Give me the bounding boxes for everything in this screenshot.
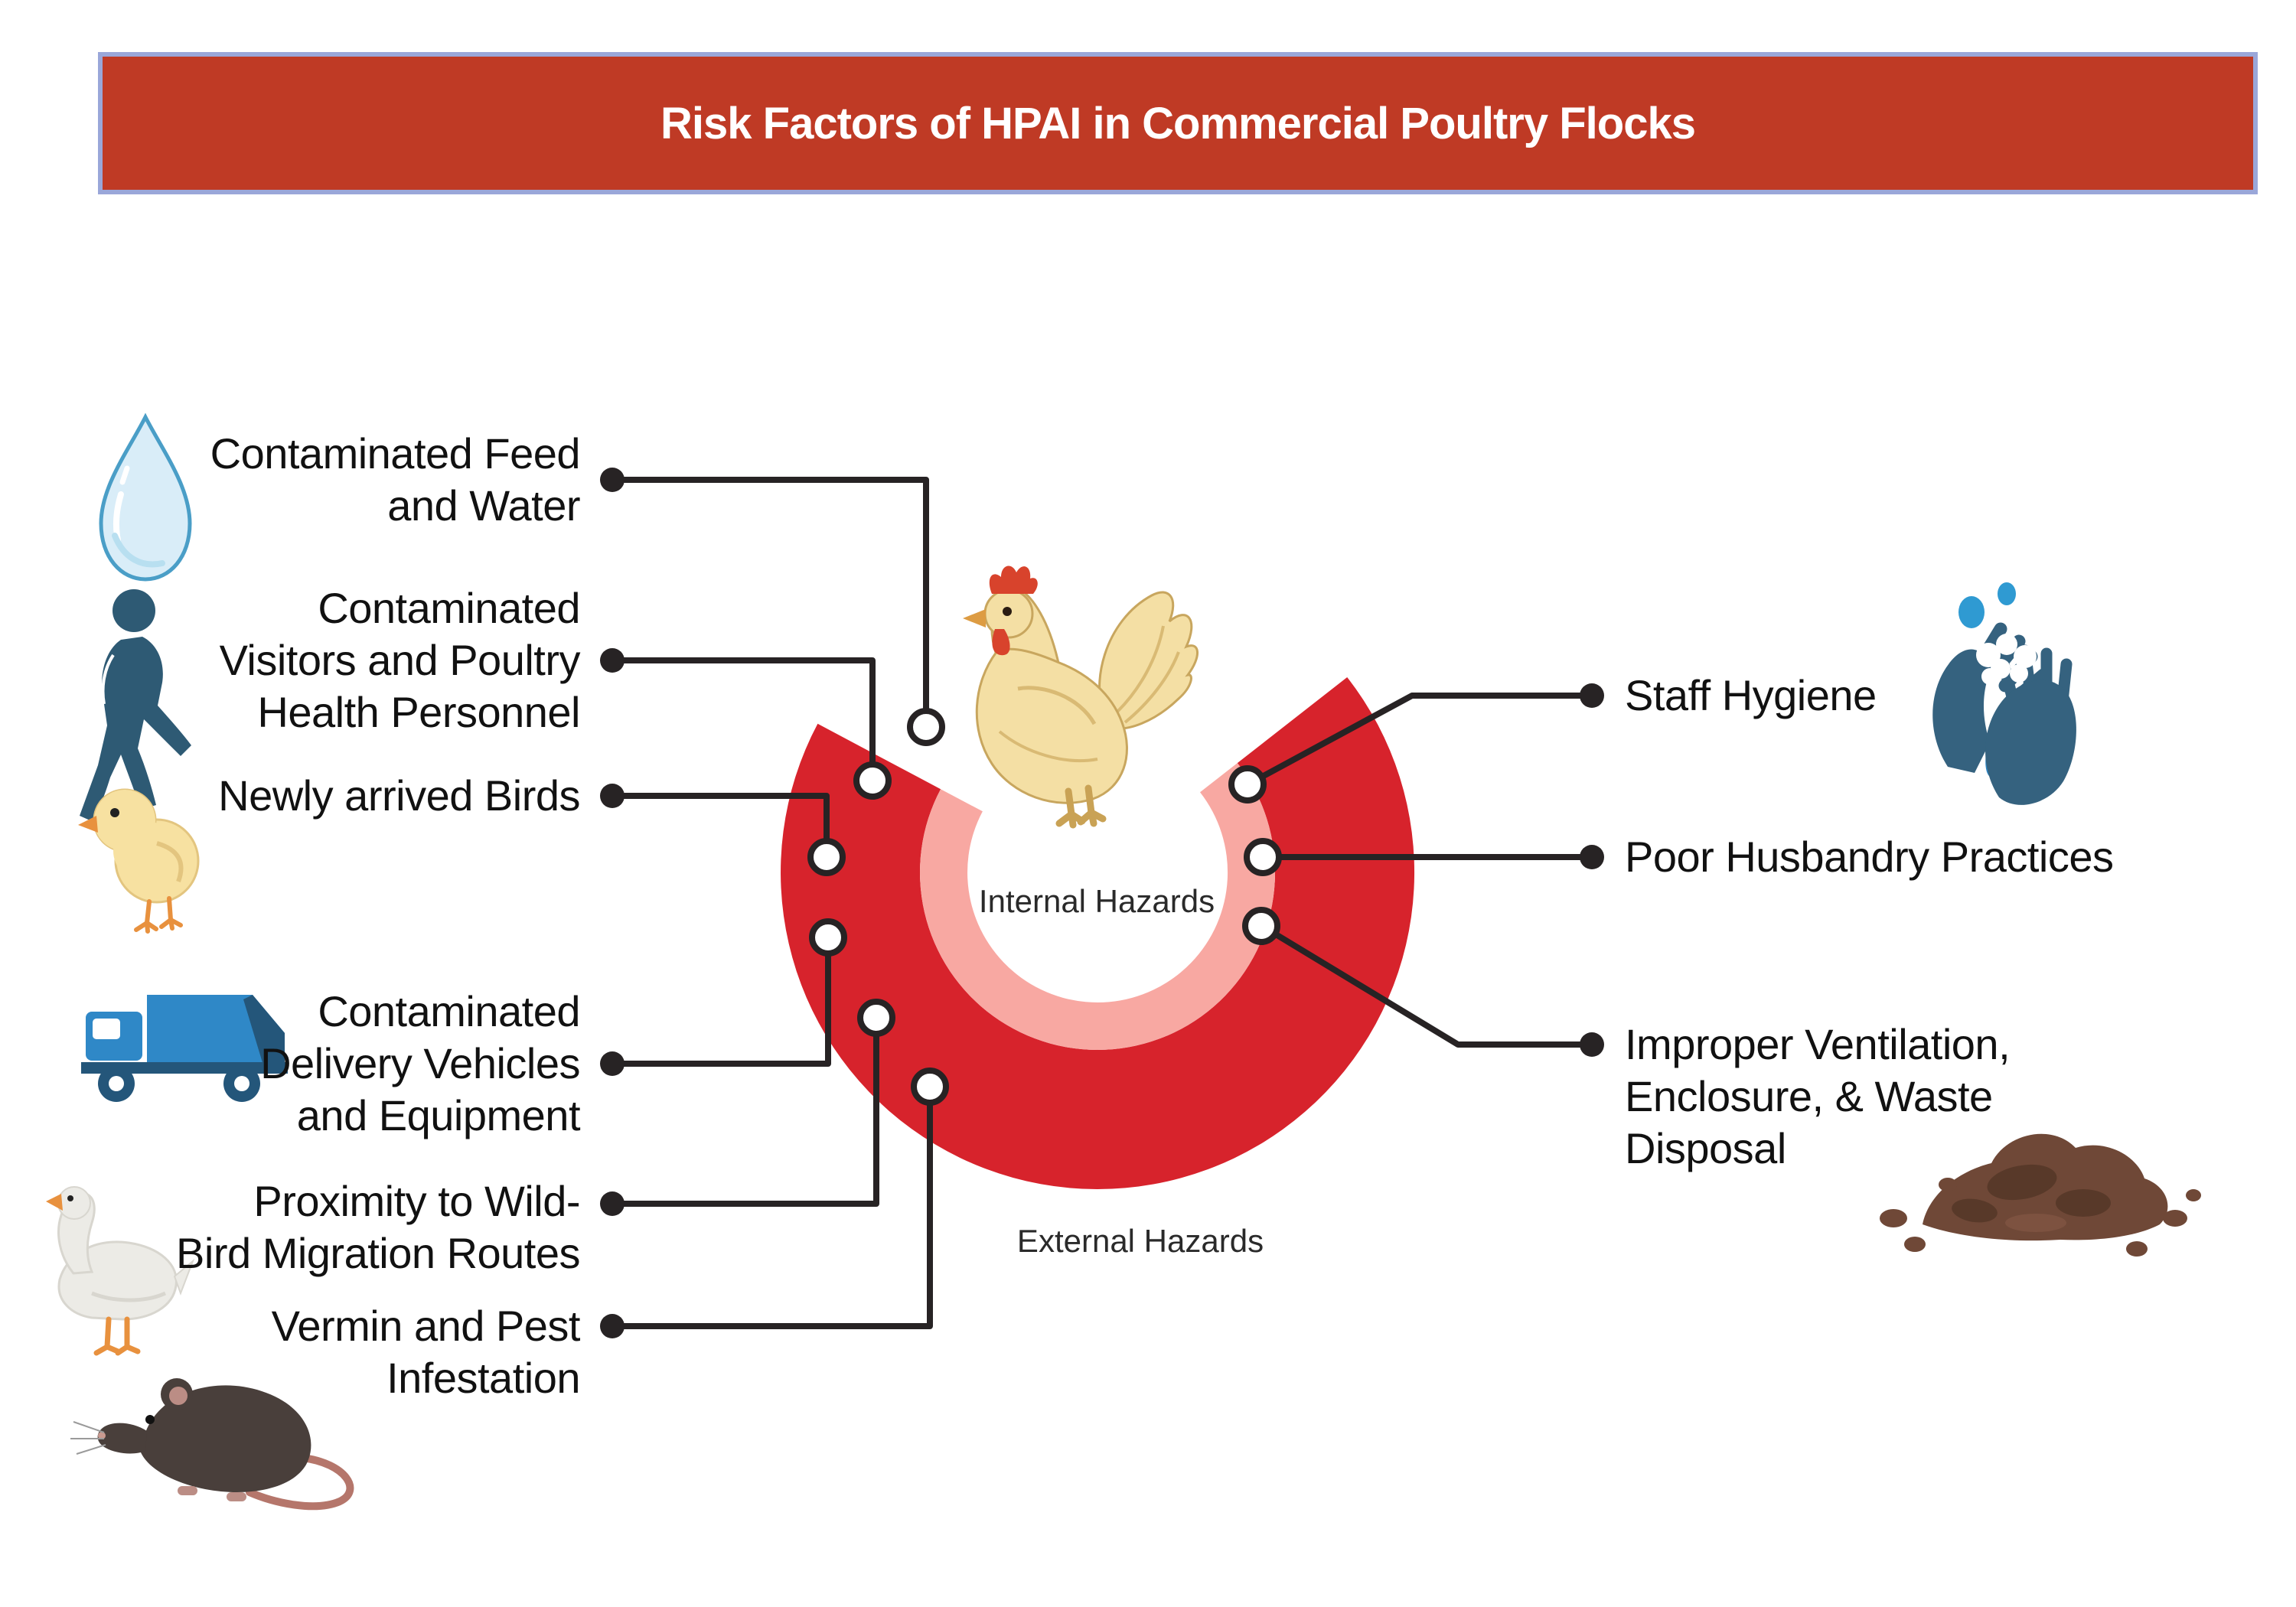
connector-staff-hygiene (1259, 693, 1595, 780)
connector-feed-water (609, 477, 929, 713)
connector-lines (609, 477, 1595, 1329)
factor-line: Bird Migration Routes (176, 1229, 580, 1277)
chicken-icon (963, 566, 1199, 829)
hazard-ring (781, 677, 1415, 1189)
hand-washing-icon (1932, 582, 2076, 805)
factor-contaminated-visitors: Contaminated Visitors and Poultry Health… (90, 582, 581, 738)
walking-person-icon (80, 589, 191, 822)
delivery-truck-icon (81, 995, 288, 1102)
factor-vermin-pest: Vermin and Pest Infestation (90, 1300, 581, 1404)
connector-vermin (609, 1100, 933, 1329)
factor-line: Proximity to Wild- (253, 1177, 580, 1225)
marker-husbandry (1244, 838, 1282, 876)
factor-line: Staff Hygiene (1625, 671, 1877, 719)
connector-new-birds (609, 793, 830, 843)
factor-staff-hygiene: Staff Hygiene (1625, 670, 2222, 722)
goose-icon (46, 1186, 195, 1356)
dot-staff-hygiene (1580, 683, 1604, 708)
factor-line: Visitors and Poultry (219, 636, 581, 684)
marker-new-birds (807, 838, 846, 876)
factor-line: Health Personnel (257, 688, 580, 736)
factor-line: and Water (387, 481, 580, 530)
external-hazards-label: External Hazards (1016, 1223, 1264, 1259)
marker-vermin (911, 1068, 949, 1106)
factor-contaminated-feed-water: Contaminated Feed and Water (90, 428, 581, 532)
dot-new-birds (600, 784, 625, 808)
marker-proximity (857, 999, 895, 1037)
internal-hazards-label: Internal Hazards (978, 883, 1215, 919)
page-title: Risk Factors of HPAI in Commercial Poult… (660, 98, 1696, 148)
dot-visitors (600, 648, 625, 673)
dot-vermin (600, 1314, 625, 1338)
connector-visitors (609, 657, 876, 767)
manure-pile-icon (1880, 1133, 2201, 1257)
factor-line: Contaminated (318, 584, 580, 632)
internal-hazards-ring (920, 763, 1276, 1050)
marker-staff-hygiene (1228, 765, 1267, 804)
factor-newly-arrived-birds: Newly arrived Birds (90, 770, 580, 822)
marker-feed-water (907, 708, 945, 746)
dot-proximity (600, 1191, 625, 1216)
external-hazards-ring (781, 677, 1415, 1189)
marker-ventilation (1242, 907, 1280, 945)
connector-delivery (609, 951, 831, 1067)
factor-line: Disposal (1625, 1124, 1786, 1172)
factor-line: and Equipment (296, 1091, 581, 1139)
marker-delivery (809, 918, 847, 957)
factor-line: Contaminated (318, 987, 580, 1035)
dot-ventilation (1580, 1032, 1604, 1057)
factor-delivery-vehicles: Contaminated Delivery Vehicles and Equip… (90, 986, 580, 1142)
factor-improper-ventilation: Improper Ventilation, Enclosure, & Waste… (1625, 1019, 2222, 1175)
factor-line: Infestation (386, 1354, 580, 1402)
factor-line: Contaminated Feed (210, 429, 581, 478)
dot-feed-water (600, 468, 625, 492)
factor-line: Improper Ventilation, (1625, 1020, 2011, 1068)
factor-proximity-wild-birds: Proximity to Wild- Bird Migration Routes (90, 1175, 580, 1279)
chick-icon (78, 788, 200, 934)
factor-line: Newly arrived Birds (218, 771, 580, 820)
connector-dots (600, 468, 1604, 1338)
factor-line: Enclosure, & Waste (1625, 1072, 1993, 1120)
connector-ventilation (1273, 931, 1595, 1048)
connector-proximity (609, 1032, 879, 1207)
rat-icon (70, 1378, 354, 1511)
ring-markers (807, 708, 1282, 1106)
factor-line: Delivery Vehicles (260, 1039, 580, 1087)
water-drop-icon (99, 412, 192, 582)
factor-line: Vermin and Pest (271, 1302, 581, 1350)
factor-line: Poor Husbandry Practices (1625, 833, 2114, 881)
factor-poor-husbandry: Poor Husbandry Practices (1625, 831, 2222, 883)
dot-delivery (600, 1051, 625, 1076)
marker-visitors (853, 761, 892, 800)
dot-husbandry (1580, 845, 1604, 869)
title-banner: Risk Factors of HPAI in Commercial Poult… (98, 52, 2258, 194)
